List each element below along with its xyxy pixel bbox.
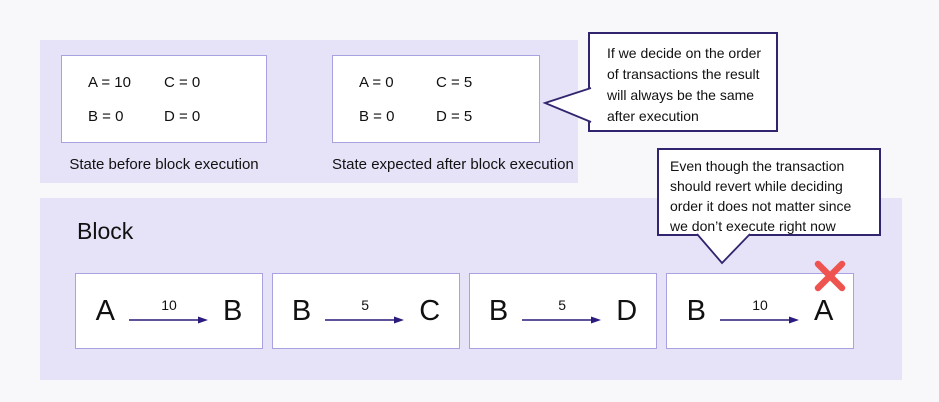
tx-to: D bbox=[616, 294, 638, 327]
tx-from: B bbox=[488, 294, 509, 327]
callout-order-tail bbox=[542, 87, 592, 123]
tx-from: B bbox=[291, 294, 312, 327]
state-cell: C = 0 bbox=[164, 73, 201, 91]
state-cell: D = 5 bbox=[436, 107, 473, 125]
reject-x-icon bbox=[814, 260, 846, 292]
state-after-caption: State expected after block execution bbox=[332, 156, 574, 173]
callout-order: If we decide on the order of transaction… bbox=[588, 32, 778, 132]
state-cell: D = 0 bbox=[164, 107, 201, 125]
block-title: Block bbox=[77, 218, 134, 244]
callout-revert-tail bbox=[696, 233, 751, 265]
state-after-box: A = 0 C = 5 B = 0 D = 5 bbox=[332, 55, 540, 143]
arrow-right-icon bbox=[720, 316, 799, 323]
callout-revert: Even though the transaction should rever… bbox=[657, 148, 881, 236]
callout-revert-line: should revert while deciding bbox=[670, 178, 843, 194]
state-cell: A = 10 bbox=[88, 73, 131, 91]
tx-arrow: 10 bbox=[129, 297, 209, 326]
tx-to: A bbox=[814, 294, 834, 327]
tx-arrow: 10 bbox=[720, 297, 800, 326]
callout-revert-line: we don’t execute right now bbox=[670, 218, 836, 234]
state-cell: A = 0 bbox=[359, 73, 394, 91]
state-cell: B = 0 bbox=[359, 107, 395, 125]
arrow-right-icon bbox=[522, 316, 602, 323]
callout-order-line: will always be the same bbox=[607, 87, 755, 103]
state-before-box: A = 10 C = 0 B = 0 D = 0 bbox=[61, 55, 267, 143]
callout-revert-line: order it does not matter since bbox=[670, 198, 852, 214]
tx-from: B bbox=[686, 294, 706, 327]
tx-arrow: 5 bbox=[325, 297, 405, 326]
transaction-box: B 5 C bbox=[272, 273, 460, 349]
transaction-box: A 10 B bbox=[75, 273, 263, 349]
arrow-right-icon bbox=[129, 316, 208, 323]
tx-amount: 5 bbox=[361, 296, 370, 313]
arrow-right-icon bbox=[325, 316, 405, 323]
callout-order-line: If we decide on the order bbox=[607, 45, 762, 61]
tx-to: C bbox=[419, 294, 441, 327]
tx-arrow: 5 bbox=[522, 297, 602, 326]
tx-from: A bbox=[95, 294, 115, 327]
tx-to: B bbox=[223, 294, 243, 327]
state-cell: C = 5 bbox=[436, 73, 473, 91]
tx-amount: 10 bbox=[752, 296, 768, 313]
callout-order-line: of transactions the result bbox=[607, 66, 760, 82]
callout-revert-line: Even though the transaction bbox=[670, 158, 845, 174]
tx-amount: 10 bbox=[161, 296, 177, 313]
tx-amount: 5 bbox=[558, 296, 567, 313]
state-before-caption: State before block execution bbox=[69, 156, 259, 173]
callout-order-line: after execution bbox=[607, 108, 699, 124]
transaction-box: B 5 D bbox=[469, 273, 657, 349]
state-cell: B = 0 bbox=[88, 107, 124, 125]
